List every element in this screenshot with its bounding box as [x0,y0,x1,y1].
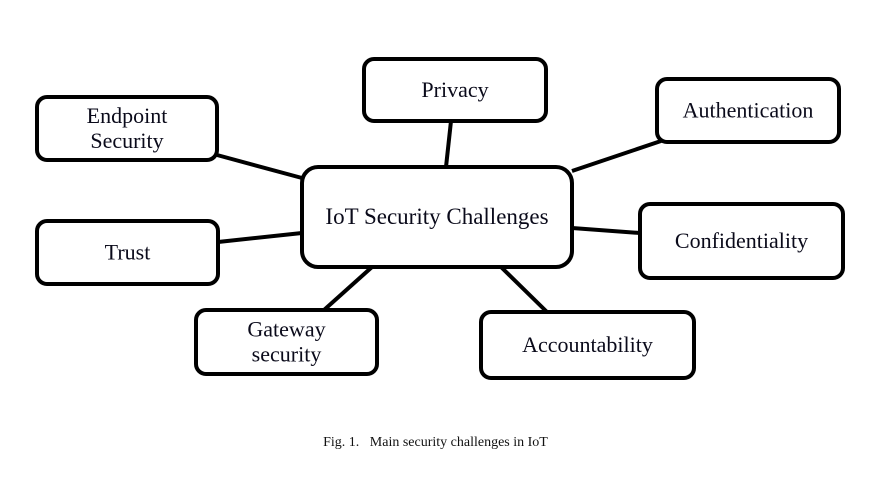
node-label: Privacy [421,77,488,102]
edge-center-endpoint-security [216,153,303,180]
node-center: IoT Security Challenges [300,165,574,269]
node-box [194,308,379,376]
node-box [35,95,219,162]
node-label: IoT Security Challenges [325,204,548,229]
edge-center-confidentiality [571,226,641,235]
nodes-layer: IoT Security Challenges PrivacyAuthentica… [35,57,845,380]
node-confidentiality: Confidentiality [638,202,845,280]
node-box [300,165,574,269]
node-authentication: Authentication [655,77,841,144]
node-label: Authentication [683,98,814,123]
node-box [638,202,845,280]
node-privacy: Privacy [362,57,548,123]
edges-layer [216,120,662,314]
edge-center-privacy [444,120,453,168]
node-accountability: Accountability [479,310,696,380]
node-label: Trust [105,240,151,265]
node-box [655,77,841,144]
node-label: Confidentiality [675,228,808,253]
edge-center-trust [217,231,303,244]
node-label: Security [90,128,163,153]
node-box [35,219,220,286]
edge-center-accountability [499,265,549,314]
edge-center-authentication [571,139,662,173]
node-box [362,57,548,123]
node-label: Endpoint [87,103,168,128]
node-label: security [252,342,322,367]
node-label: Accountability [522,332,653,357]
node-label: Gateway [247,317,325,342]
figure-caption: Fig. 1. Main security challenges in IoT [323,435,548,450]
node-box [479,310,696,380]
node-trust: Trust [35,219,220,286]
edge-center-gateway-security [322,265,374,312]
